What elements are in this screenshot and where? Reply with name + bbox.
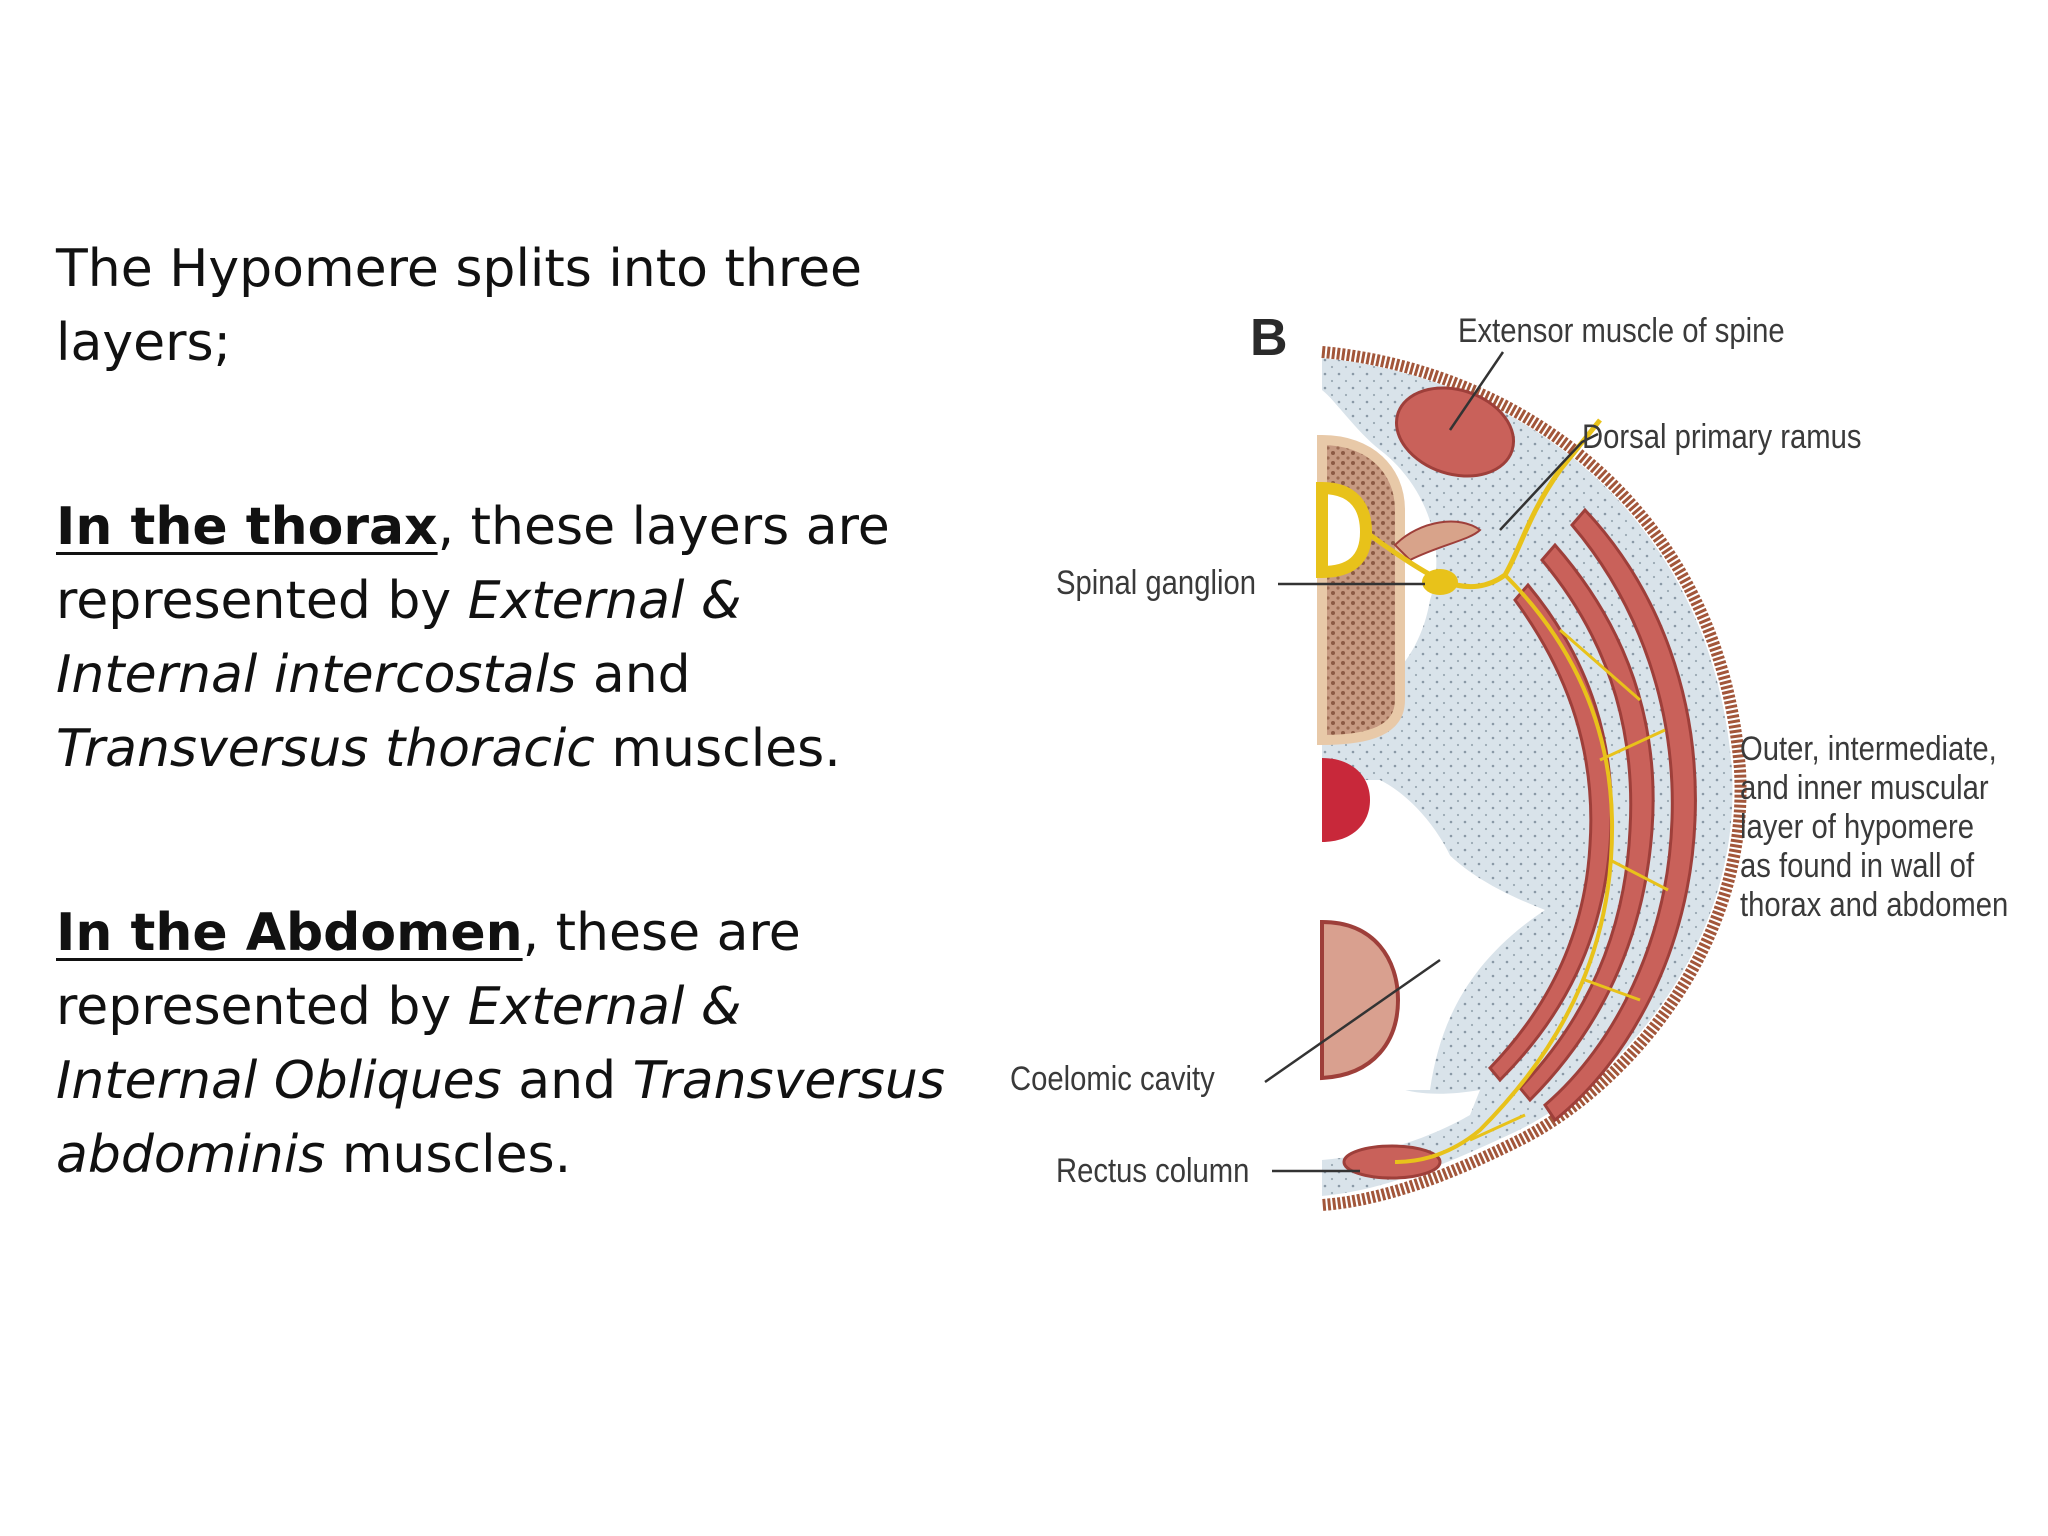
- label-muscle-layers: Outer, intermediate, and inner muscular …: [1740, 730, 2009, 924]
- leader-extensor: [1448, 351, 1505, 431]
- extensor-muscle: [1394, 386, 1516, 478]
- leader-coelomic: [1264, 958, 1441, 1084]
- label-extensor-muscle: Extensor muscle of spine: [1458, 312, 1785, 350]
- nerve-branches: [1469, 628, 1669, 1142]
- thorax-term-transversus: Transversus thoracic: [56, 719, 595, 779]
- cross-section-diagram: [1264, 346, 1747, 1211]
- abdomen-term-obliques: External & Internal Obliques: [56, 977, 742, 1111]
- ventral-ramus: [1394, 573, 1615, 1164]
- aorta: [1322, 758, 1370, 842]
- skin-outline: [1321, 346, 1747, 1211]
- label-coelomic-cavity: Coelomic cavity: [1010, 1060, 1215, 1098]
- gut: [1320, 919, 1401, 1081]
- label-dorsal-primary-ramus: Dorsal primary ramus: [1582, 418, 1862, 456]
- abdomen-heading: In the Abdomen: [56, 903, 523, 963]
- hypomere-cross-section-figure: B Extensor muscle of spine Dorsal primar…: [1000, 300, 2040, 1240]
- label-rectus-column: Rectus column: [1056, 1152, 1250, 1190]
- spinal-ganglion: [1422, 569, 1458, 595]
- rib-process: [1393, 520, 1482, 562]
- thorax-paragraph: In the thorax, these layers are represen…: [56, 497, 890, 779]
- thorax-heading: In the thorax: [56, 497, 438, 557]
- abdomen-paragraph: In the Abdomen, these are represented by…: [56, 903, 945, 1185]
- spinal-nerve: [1364, 418, 1602, 589]
- spinal-cord: [1316, 481, 1373, 579]
- intro-paragraph: The Hypomere splits into three layers;: [56, 239, 863, 373]
- rectus-muscle: [1342, 1144, 1442, 1180]
- slide-text: The Hypomere splits into three layers; I…: [56, 232, 956, 1302]
- panel-letter: B: [1250, 309, 1288, 367]
- thorax-term-intercostals: External & Internal intercostals: [56, 571, 742, 705]
- label-spinal-ganglion: Spinal ganglion: [1056, 564, 1256, 602]
- leader-dorsal-ramus: [1499, 432, 1599, 531]
- muscle-layer-outer: [1543, 507, 1697, 1123]
- abdomen-term-transversus: Transversus abdominis: [56, 1051, 945, 1185]
